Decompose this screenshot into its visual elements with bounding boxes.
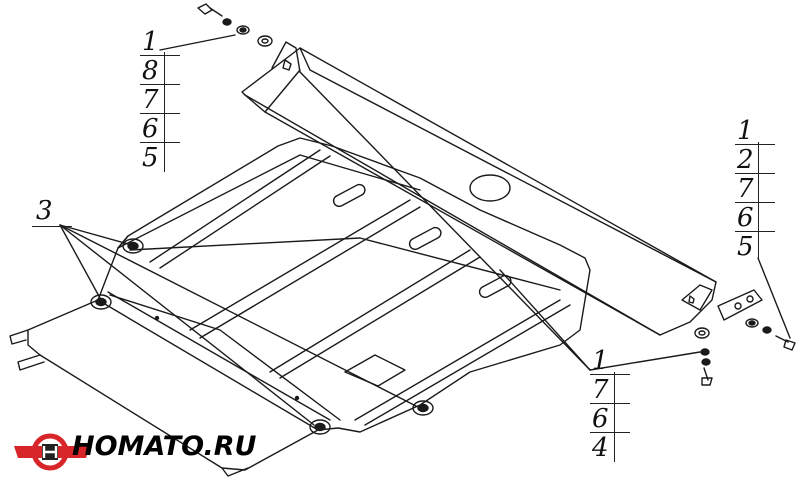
leader-3d: [59, 224, 315, 426]
bottom-tab: [221, 467, 249, 477]
leader-top-2: [299, 71, 591, 371]
callout-right: 1 2 7 6 5: [735, 116, 775, 262]
leader-right: [757, 257, 791, 339]
mount-bolt-3: [309, 419, 331, 435]
logo-text: HOMATO.RU: [72, 431, 257, 462]
callout-bottom: 1 7 6 4: [590, 346, 630, 463]
callout-bar: [758, 142, 760, 260]
callout-number: 5: [737, 232, 754, 262]
drain-window: [344, 354, 406, 387]
rib-1b: [159, 155, 331, 269]
callout-number: 7: [590, 375, 630, 405]
callout-top-left: 1 8 7 6 5: [140, 27, 180, 173]
mount-bolt-1: [122, 238, 144, 254]
callout-number: 6: [590, 404, 630, 434]
callout-number: 1: [140, 27, 180, 57]
callout-number: 2: [735, 145, 775, 175]
callout-bar: [164, 52, 166, 172]
callout-number: 8: [140, 56, 180, 86]
callout-number: 6: [140, 114, 180, 144]
leader-bottom: [589, 351, 701, 371]
rib-1: [149, 149, 321, 263]
leader-3c: [59, 224, 417, 407]
left-tab: [9, 329, 29, 345]
hardware-bottom: [700, 348, 713, 386]
slot-2: [408, 226, 442, 251]
rib-3: [269, 249, 471, 373]
callout-number: 5: [142, 143, 159, 173]
callout-number: 1: [590, 346, 630, 376]
beam-hole: [469, 174, 511, 202]
callout-number: 7: [735, 174, 775, 204]
mount-bolt-4: [412, 400, 434, 416]
rib-4: [354, 299, 561, 421]
skid-plate-outline: [27, 137, 591, 471]
rib-4b: [364, 304, 571, 426]
leader-3b: [59, 224, 101, 299]
callout-bar: [614, 372, 616, 462]
rib-3b: [279, 256, 481, 379]
hardware-right: [694, 318, 796, 351]
callout-number: 6: [735, 203, 775, 233]
mount-label: 3: [36, 196, 53, 226]
right-bracket: [717, 289, 763, 321]
mount-label-underline: [32, 226, 72, 228]
leader-top: [159, 34, 236, 51]
rear-beam: [241, 47, 717, 336]
hardware-top-left: [197, 3, 273, 47]
mount-bolt-2: [90, 294, 112, 310]
callout-number: 7: [140, 85, 180, 115]
slot-3: [478, 274, 512, 299]
callout-number: 1: [735, 116, 775, 146]
leader-bottom-2: [499, 269, 591, 371]
rib-2b: [199, 206, 421, 339]
leader-3a: [59, 224, 129, 245]
callout-number: 4: [592, 433, 609, 463]
left-tab-2: [17, 354, 45, 371]
logo-emblem: [14, 433, 90, 471]
slot-1: [332, 183, 366, 208]
rib-2: [189, 199, 411, 331]
